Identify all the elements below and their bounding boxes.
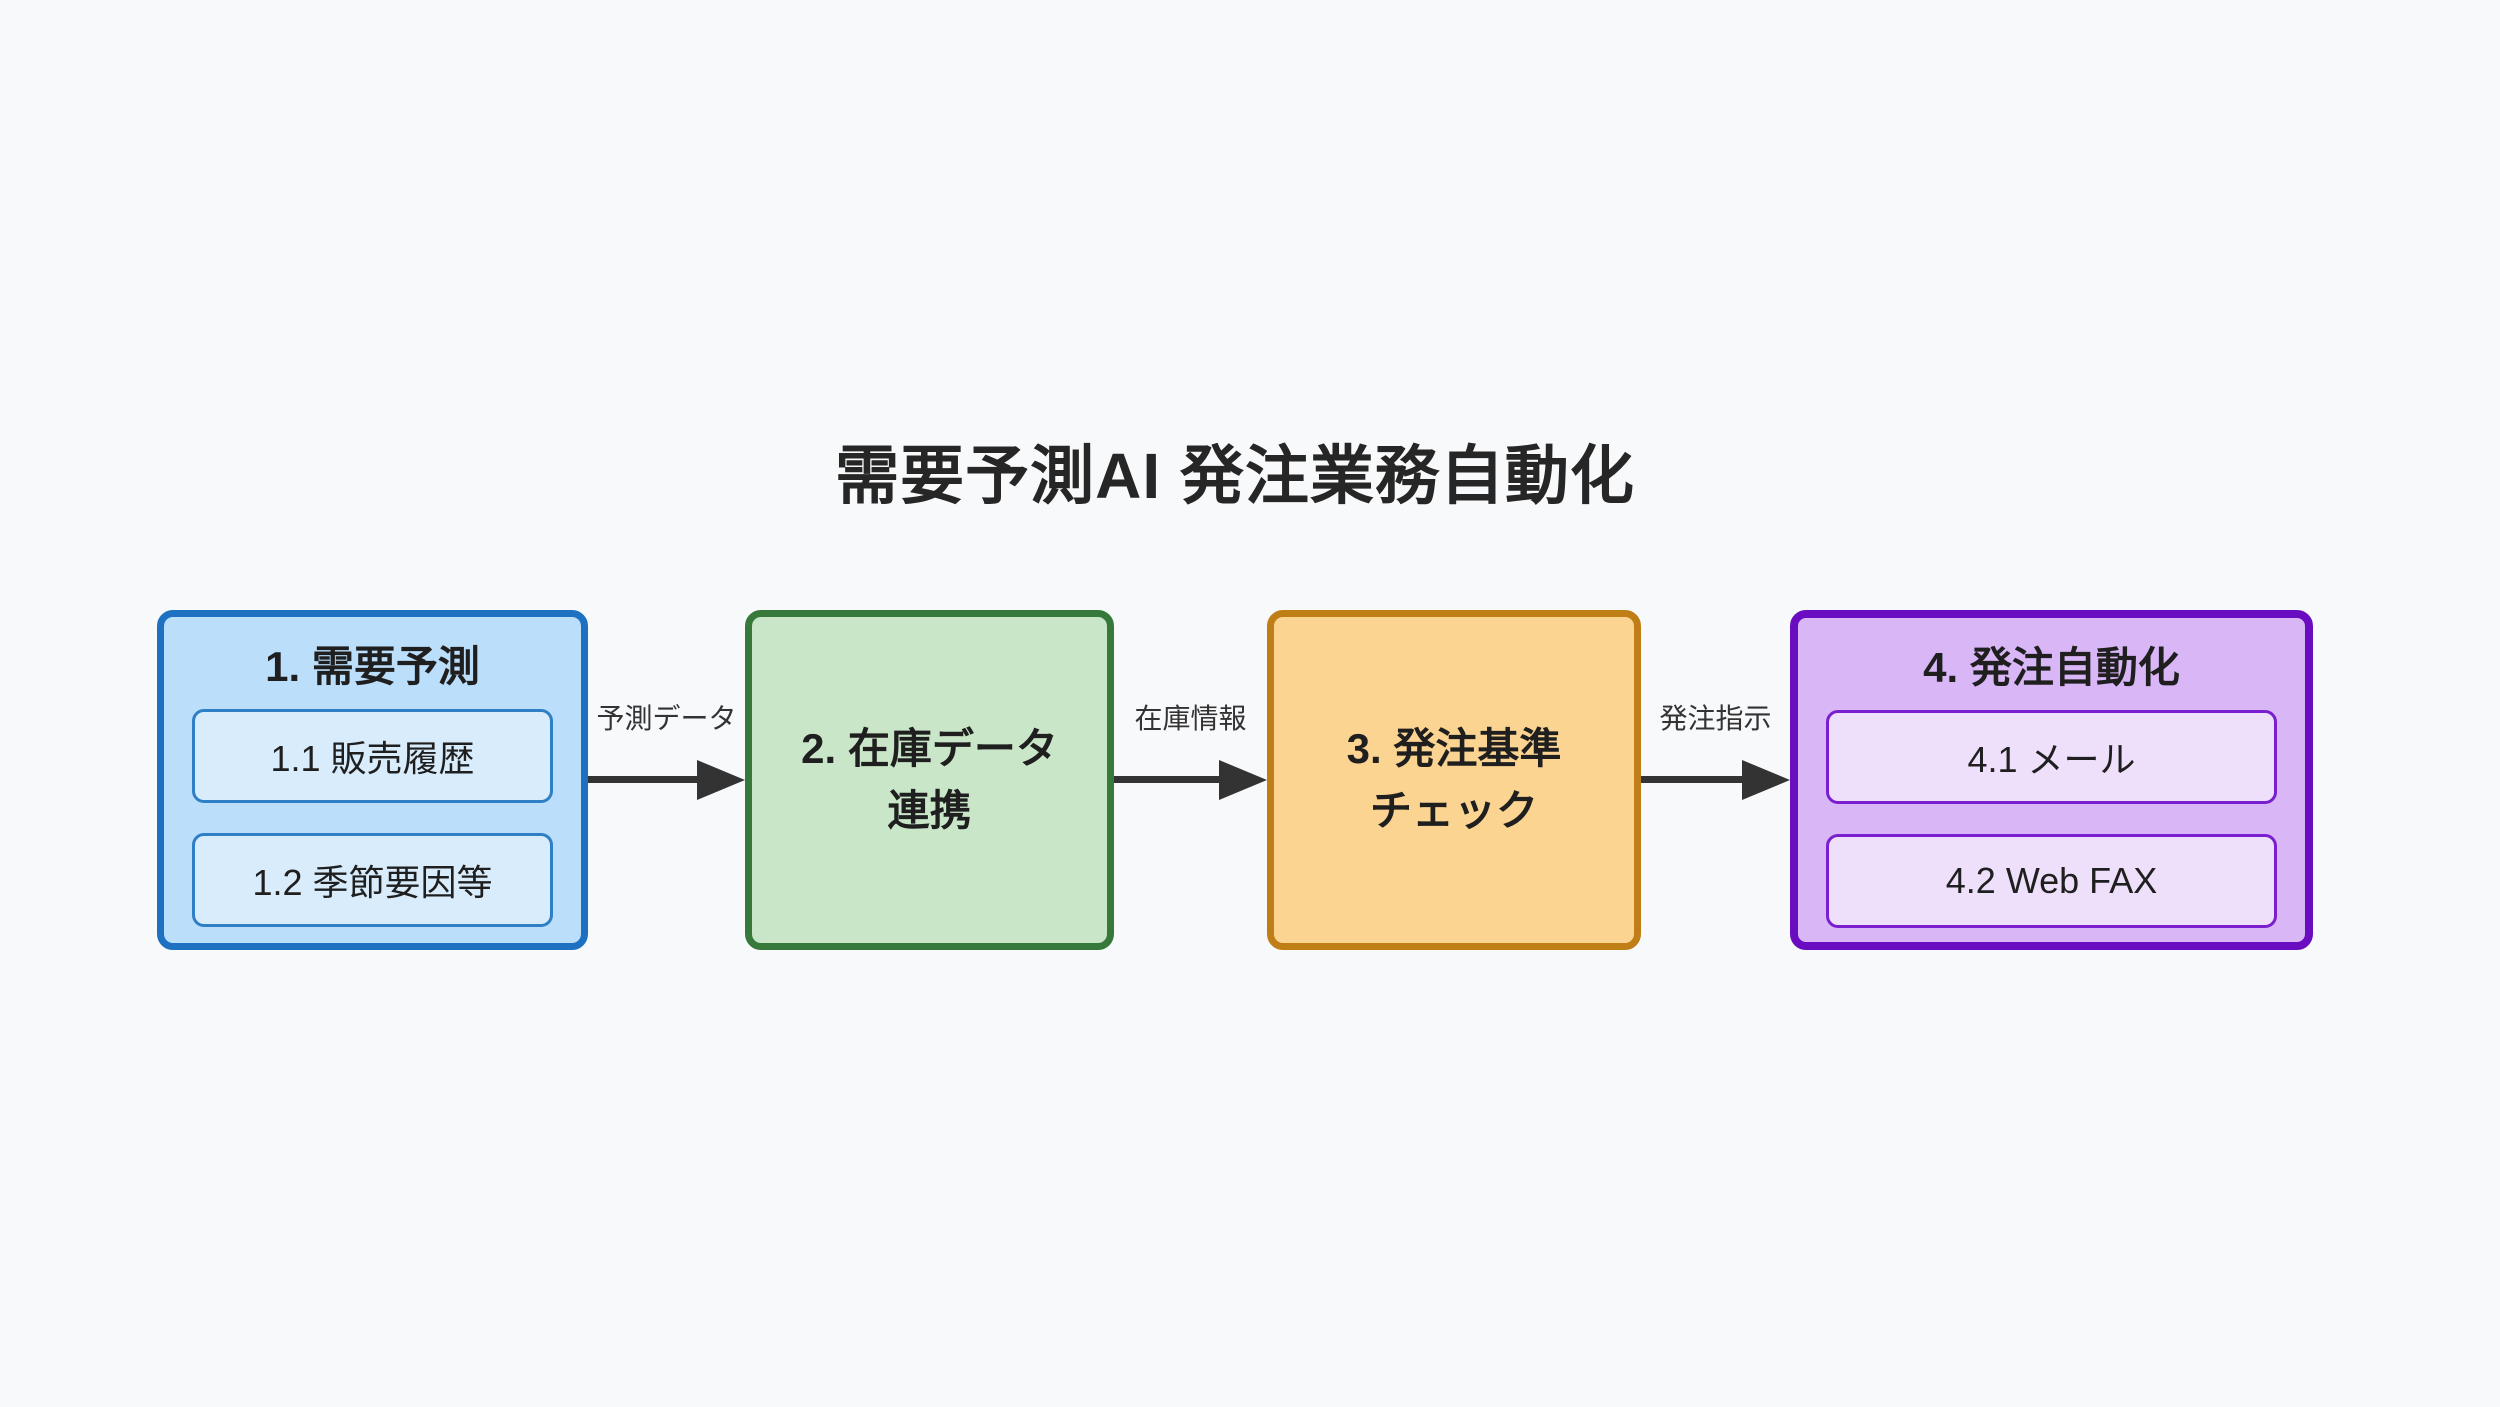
node-demand-forecast: 1. 需要予測 1.1 販売履歴 1.2 季節要因等 (157, 610, 588, 950)
node-inventory-data-link-line1: 2. 在庫データ (801, 725, 1058, 772)
node-order-automation-title: 4. 発注自動化 (1923, 643, 2180, 691)
arrow-head-icon (1219, 760, 1267, 800)
arrow-head-icon (1742, 760, 1790, 800)
edge-order-instruction-label: 発注指示 (1659, 703, 1772, 734)
node-order-criteria-check-line1: 3. 発注基準 (1346, 725, 1562, 772)
node-order-automation: 4. 発注自動化 4.1 メール 4.2 Web FAX (1790, 610, 2313, 950)
subnode-email: 4.1 メール (1826, 710, 2277, 804)
diagram-title: 需要予測AI 発注業務自動化 (835, 440, 1635, 512)
edge-order-instruction: 発注指示 (1641, 610, 1790, 950)
arrow-line (1641, 776, 1750, 783)
edge-forecast-data: 予測データ (588, 610, 745, 950)
arrow-line (1114, 776, 1227, 783)
edge-inventory-info: 在庫情報 (1114, 610, 1267, 950)
node-order-criteria-check-line2: チェック (1369, 787, 1538, 834)
edge-inventory-info-label: 在庫情報 (1134, 703, 1247, 734)
arrow-line (588, 776, 705, 783)
flowchart-row: 1. 需要予測 1.1 販売履歴 1.2 季節要因等 予測データ 2. 在庫デー… (157, 610, 2313, 950)
subnode-seasonal-factors: 1.2 季節要因等 (192, 833, 553, 927)
node-demand-forecast-title: 1. 需要予測 (265, 642, 480, 690)
subnode-sales-history: 1.1 販売履歴 (192, 709, 553, 803)
arrow-head-icon (697, 760, 745, 800)
edge-forecast-data-label: 予測データ (596, 703, 737, 734)
node-order-criteria-check: 3. 発注基準 チェック (1267, 610, 1641, 950)
subnode-web-fax: 4.2 Web FAX (1826, 834, 2277, 928)
node-inventory-data-link-line2: 連携 (887, 787, 972, 834)
node-inventory-data-link: 2. 在庫データ 連携 (745, 610, 1114, 950)
